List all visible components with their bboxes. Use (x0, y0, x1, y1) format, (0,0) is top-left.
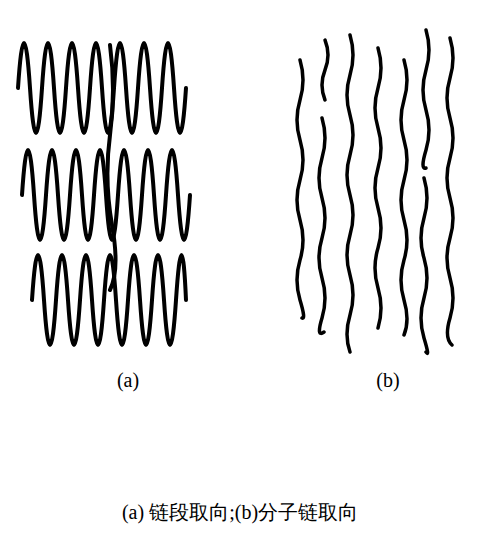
folded-chain (32, 255, 186, 345)
molecular-orientation-chains (297, 30, 453, 353)
extended-chain (401, 60, 407, 335)
extended-chain (322, 40, 328, 100)
folded-chain (107, 45, 115, 290)
figure-caption: (a) 链段取向;(b)分子链取向 (122, 500, 358, 524)
segment-orientation-chains (18, 43, 190, 345)
extended-chain (423, 30, 429, 168)
folded-chain (18, 43, 186, 133)
extended-chain (375, 48, 381, 328)
extended-chain (421, 178, 428, 353)
panel-label: (a) (117, 368, 139, 392)
extended-chain (347, 35, 353, 352)
panel-label: (b) (376, 368, 399, 392)
extended-chain (447, 38, 453, 345)
extended-chain (319, 118, 325, 333)
extended-chain (297, 60, 304, 318)
